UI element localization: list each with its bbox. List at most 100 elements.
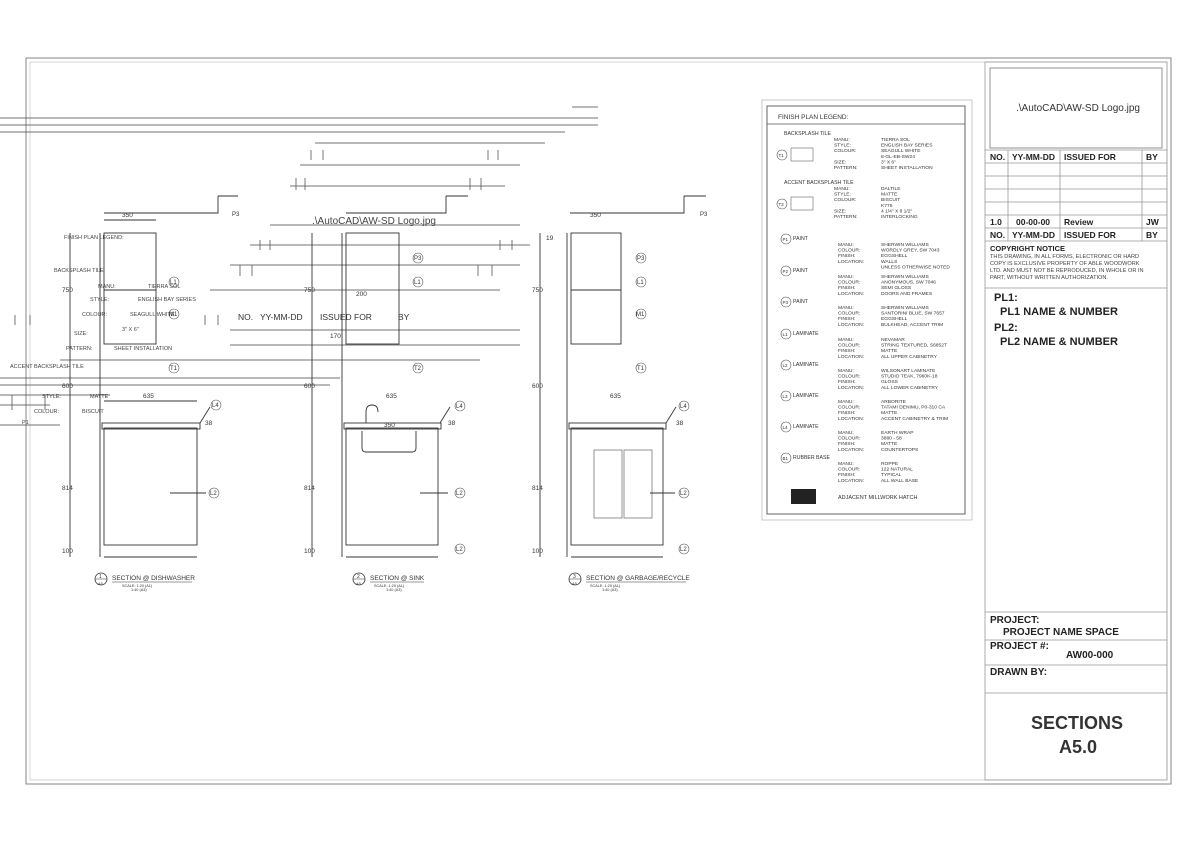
legend-tag-circle xyxy=(776,198,788,210)
legend-field-key: LOCATION: xyxy=(838,291,864,297)
section-1-dim-base-height: 814 xyxy=(62,485,73,492)
project-number-label: PROJECT #: xyxy=(990,641,1049,652)
legend-tag: T2 xyxy=(779,202,785,207)
legend-tag: L4 xyxy=(783,425,789,430)
legend-swatch xyxy=(790,196,814,211)
legend-field-key: MANU: xyxy=(838,368,854,374)
legend-heading: RUBBER BASE xyxy=(793,455,830,461)
legend-field-key: MANU: xyxy=(838,461,854,467)
rev-header-no: NO. xyxy=(990,152,1006,162)
legend-field-key: COLOUR: xyxy=(838,374,860,380)
rev-header-by: BY xyxy=(1146,152,1158,162)
svg-text:P3: P3 xyxy=(700,212,708,218)
section-3-dim-labels: 350 19 750 600 635 38 814 100 xyxy=(532,212,684,555)
legend-field-value: STUDIO TEAK, 7960K-18 xyxy=(881,374,938,380)
copyright-line-1: THIS DRAWING, IN ALL FORMS, ELECTRONIC O… xyxy=(990,254,1140,260)
legend-field-value: ALL UPPER CABINETRY xyxy=(881,354,938,360)
rev-row-date: 00-00-00 xyxy=(1016,217,1051,227)
ghost-legend-title: FINISH PLAN LEGEND: xyxy=(64,235,124,241)
legend-field-value: EGGSHELL xyxy=(881,316,908,322)
section-2-dim-upper-height: 750 xyxy=(304,287,315,294)
legend-tag: P2 xyxy=(783,269,789,274)
section-3-dim-upper-width: 350 xyxy=(590,212,601,219)
ghost-legend-manu-val: TIERRA SOL xyxy=(148,284,180,290)
ghost-rev-no: NO. xyxy=(238,312,253,322)
legend-field-key: PATTERN: xyxy=(834,214,857,220)
legend-field-key: COLOUR: xyxy=(838,405,860,411)
legend-field-key: FINISH: xyxy=(838,410,855,416)
section-3-scale: SCALE: 1:20 (A1) xyxy=(590,584,621,588)
legend-tag-circle xyxy=(780,452,792,464)
legend-heading: PAINT xyxy=(793,236,809,242)
legend-field-key: FINISH: xyxy=(838,472,855,478)
section-1-dim-upper-width: 350 xyxy=(122,212,133,219)
legend-swatch xyxy=(790,147,814,162)
legend-field-key: LOCATION: xyxy=(838,447,864,453)
legend-field-key: STYLE: xyxy=(834,143,851,149)
tag-m1-s1: M1 xyxy=(168,308,180,320)
section-1-dim-upper-height: 750 xyxy=(62,287,73,294)
legend-hatch-label: ADJACENT MILLWORK HATCH xyxy=(838,495,917,501)
legend-title: FINISH PLAN LEGEND: xyxy=(778,114,849,121)
section-1-title: SECTION @ DISHWASHER xyxy=(112,575,195,582)
title-block-frame xyxy=(984,61,1168,781)
section-2-dim-base-height: 814 xyxy=(304,485,315,492)
section-2-bulkhead xyxy=(346,195,468,214)
legend-hatch-swatch xyxy=(791,489,816,504)
project-label: PROJECT: xyxy=(990,615,1040,626)
legend-tag: P3 xyxy=(783,300,789,305)
section-3-bin-2 xyxy=(623,449,653,519)
legend-tag-circle xyxy=(776,149,788,161)
copyright-line-4: PART, WITHOUT WRITTEN AUTHORIZATION. xyxy=(990,275,1108,281)
section-2-countertop xyxy=(343,422,442,430)
section-1-dim-base-width: 635 xyxy=(143,393,154,400)
legend-tag: L2 xyxy=(783,363,789,368)
section-3-leader-l4 xyxy=(665,406,677,424)
section-1-title-block: 1 A5 SECTION @ DISHWASHER SCALE: 1:20 (A… xyxy=(94,572,195,592)
sheet-title: SECTIONS xyxy=(1031,713,1124,733)
legend-field-value: K775 xyxy=(881,203,893,209)
pl1-label: PL1: xyxy=(994,292,1018,304)
legend-field-key: LOCATION: xyxy=(838,322,864,328)
legend-field-value: SHERWIN WILLIAMS xyxy=(881,274,929,280)
ghost-rev-date: YY-MM-DD xyxy=(260,312,303,322)
legend-field-value: BULKHEAD, ACCENT TRIM xyxy=(881,322,943,328)
legend-field-value: TIERRA SOL xyxy=(881,137,910,143)
section-2-leader-l4 xyxy=(439,406,451,424)
section-2-sheet: A5 xyxy=(356,581,362,586)
legend-field-key: LOCATION: xyxy=(838,354,864,360)
section-2-scale2: 1:40 (A3) xyxy=(386,588,402,592)
legend-field-value: 4 1/4" X 8 1/2" xyxy=(881,208,912,214)
drawn-by-label: DRAWN BY: xyxy=(990,667,1048,678)
section-titles: 1 A5 SECTION @ DISHWASHER SCALE: 1:20 (A… xyxy=(94,572,690,592)
legend-tag: L3 xyxy=(783,394,789,399)
legend-field-key: COLOUR: xyxy=(838,436,860,442)
legend-field-value: GLOSS xyxy=(881,379,899,385)
tag-l2-s3-base: L2 xyxy=(678,543,690,555)
section-3-dim-base-height: 814 xyxy=(532,485,543,492)
section-1-bulkhead xyxy=(104,195,238,214)
legend-field-key: LOCATION: xyxy=(838,259,864,265)
svg-text:M1: M1 xyxy=(636,312,645,318)
svg-text:L4: L4 xyxy=(680,404,687,410)
ghost-legend-pattern-val: SHEET INSTALLATION xyxy=(114,346,172,352)
svg-text:P3: P3 xyxy=(232,212,240,218)
svg-text:T1: T1 xyxy=(637,366,645,372)
svg-text:L4: L4 xyxy=(212,403,219,409)
tag-p3-s3: P3 xyxy=(700,212,708,218)
legend-heading: LAMINATE xyxy=(793,393,819,399)
finish-legend: FINISH PLAN LEGEND: BACKSPLASH TILET1MAN… xyxy=(761,99,973,521)
legend-tag: T1 xyxy=(779,153,785,158)
legend-field-key: MANU: xyxy=(838,305,854,311)
legend-field-value: EARTH WRAP xyxy=(881,430,914,436)
legend-field-value: NEVAMAR xyxy=(881,337,905,343)
legend-field-value: SEAGULL WHITE xyxy=(881,148,921,154)
svg-text:L1: L1 xyxy=(170,280,177,286)
ghost-legend-heading: BACKSPLASH TILE xyxy=(54,268,104,274)
ghost-revision-header: NO. YY-MM-DD ISSUED FOR BY xyxy=(238,312,410,322)
legend-shadow-frame xyxy=(761,99,973,521)
section-1-upper-cabinet xyxy=(103,232,157,345)
